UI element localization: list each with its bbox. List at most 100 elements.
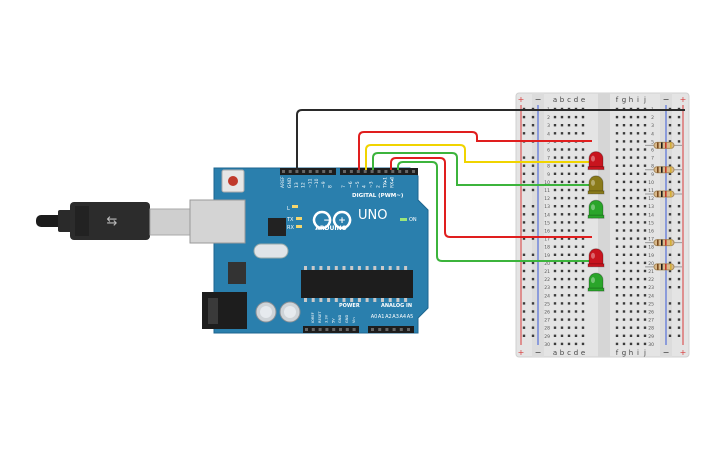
row-number: 5 bbox=[547, 139, 550, 145]
breadboard-hole bbox=[643, 115, 647, 119]
analog-header bbox=[368, 326, 414, 333]
breadboard-hole bbox=[615, 148, 619, 151]
breadboard-hole bbox=[567, 302, 571, 305]
breadboard-hole bbox=[643, 132, 647, 135]
gnd-wire bbox=[296, 109, 685, 170]
breadboard-hole bbox=[629, 342, 633, 346]
breadboard-hole bbox=[643, 213, 647, 216]
analog-label: ANALOG IN bbox=[381, 303, 412, 309]
usb-chip bbox=[268, 218, 286, 236]
breadboard-hole bbox=[567, 342, 571, 346]
breadboard-hole bbox=[643, 318, 647, 321]
gnd-pin-label: GND bbox=[287, 177, 293, 188]
breadboard-hole bbox=[622, 253, 626, 256]
rail-hole bbox=[531, 261, 535, 265]
breadboard-hole bbox=[560, 269, 564, 273]
led-body bbox=[588, 199, 604, 217]
power-pin-label: IOREF bbox=[311, 312, 315, 323]
row-number: 25 bbox=[544, 301, 550, 307]
breadboard-hole bbox=[560, 286, 564, 289]
breadboard-hole bbox=[560, 221, 564, 224]
breadboard-hole bbox=[560, 229, 564, 232]
resistor-band bbox=[661, 166, 663, 173]
breadboard-hole bbox=[553, 302, 557, 305]
breadboard-hole bbox=[581, 115, 585, 119]
breadboard-hole bbox=[643, 237, 647, 240]
rail-hole bbox=[522, 286, 526, 289]
reset-button-cap bbox=[228, 176, 238, 186]
breadboard-hole bbox=[629, 140, 633, 143]
breadboard-hole bbox=[629, 124, 633, 127]
header-hole bbox=[371, 328, 374, 331]
breadboard-hole bbox=[622, 245, 626, 248]
breadboard-hole bbox=[581, 326, 585, 329]
row-number: 21 bbox=[648, 269, 654, 275]
breadboard-hole bbox=[560, 115, 564, 119]
breadboard-hole bbox=[574, 229, 578, 232]
row-number: 23 bbox=[544, 285, 550, 291]
digital-label: DIGITAL (PWM~) bbox=[352, 193, 404, 199]
breadboard-hole bbox=[553, 213, 557, 216]
breadboard-hole bbox=[636, 342, 640, 346]
breadboard-hole bbox=[560, 237, 564, 240]
breadboard-hole bbox=[629, 196, 633, 200]
breadboard-hole bbox=[643, 188, 647, 192]
analog-pin-label: A3 bbox=[392, 314, 399, 320]
rail-hole bbox=[522, 269, 526, 273]
rail-hole bbox=[522, 115, 526, 119]
resistor-band bbox=[661, 191, 663, 197]
breadboard-hole bbox=[622, 342, 626, 346]
chip-pin bbox=[357, 266, 361, 270]
breadboard-hole bbox=[636, 302, 640, 305]
breadboard-hole bbox=[629, 261, 633, 265]
column-letter: a bbox=[553, 349, 557, 357]
breadboard-hole bbox=[581, 148, 585, 151]
chip-pin bbox=[311, 298, 315, 302]
breadboard-hole bbox=[553, 269, 557, 273]
row-number: 18 bbox=[544, 245, 550, 251]
header-hole bbox=[391, 170, 395, 173]
analog-pin-label: A4 bbox=[399, 314, 406, 320]
rail-hole bbox=[668, 140, 672, 143]
breadboard-hole bbox=[629, 213, 633, 216]
breadboard-hole bbox=[615, 205, 619, 208]
resistor-body bbox=[653, 239, 675, 247]
breadboard-hole bbox=[629, 180, 633, 184]
rail-hole bbox=[522, 180, 526, 184]
column-letter: d bbox=[574, 349, 578, 357]
breadboard-hole bbox=[615, 124, 619, 127]
logo-minus: − bbox=[323, 216, 331, 226]
power-label: POWER bbox=[339, 303, 360, 309]
breadboard-hole bbox=[553, 286, 557, 289]
rail-hole bbox=[677, 253, 681, 256]
row-number: 26 bbox=[544, 310, 550, 316]
rail-hole bbox=[531, 302, 535, 305]
digital-pin-label: 7 bbox=[341, 185, 347, 188]
breadboard-hole bbox=[560, 342, 564, 346]
row-number: 6 bbox=[547, 148, 550, 154]
breadboard-hole bbox=[560, 253, 564, 256]
row-number: 12 bbox=[648, 196, 654, 202]
chip-pin bbox=[327, 266, 331, 270]
row-number: 18 bbox=[648, 245, 654, 251]
digital-pin-label: ~11 bbox=[307, 178, 313, 188]
rail-hole bbox=[668, 326, 672, 329]
breadboard-hole bbox=[636, 115, 640, 119]
breadboard-hole bbox=[581, 180, 585, 184]
chip-pin bbox=[365, 298, 369, 302]
breadboard-hole bbox=[622, 221, 626, 224]
row-number: 22 bbox=[648, 277, 654, 283]
rail-hole bbox=[522, 124, 526, 127]
row-number: 7 bbox=[651, 156, 654, 162]
digital-pin-label: RX◂0 bbox=[389, 177, 395, 188]
rail-hole bbox=[522, 156, 526, 159]
row-number: 9 bbox=[651, 172, 654, 178]
breadboard-hole bbox=[560, 156, 564, 159]
rail-hole bbox=[677, 269, 681, 273]
breadboard-hole bbox=[622, 277, 626, 281]
breadboard-hole bbox=[615, 318, 619, 321]
breadboard-hole bbox=[615, 164, 619, 167]
rail-hole bbox=[668, 261, 672, 265]
